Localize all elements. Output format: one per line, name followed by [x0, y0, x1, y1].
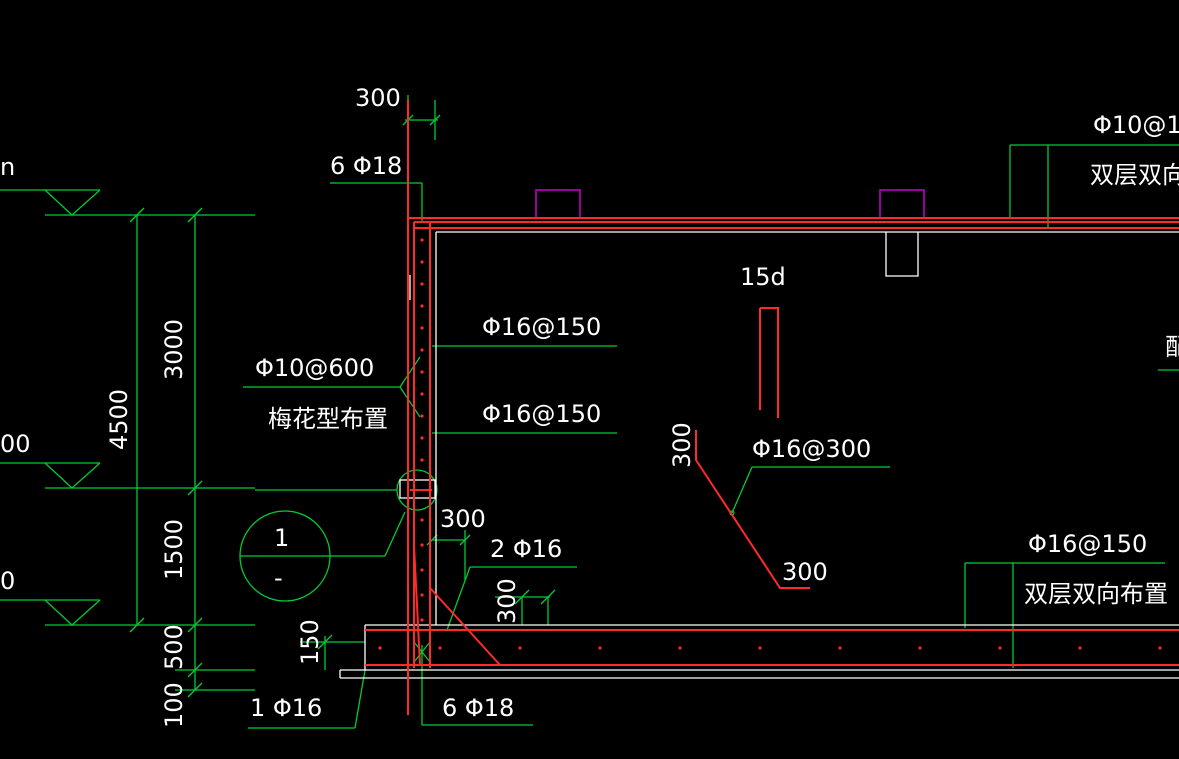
quincunx-arrangement-label: 梅花型布置 — [268, 405, 388, 433]
labels: 300 6 Φ18 Φ16@150 Φ16@150 Φ10@600 梅花型布置 … — [0, 84, 1179, 728]
dim-150: 150 — [296, 619, 324, 665]
dim-1500: 1500 — [160, 519, 188, 580]
elevation-fragment-top: n — [0, 153, 15, 181]
dim-300-mid: 300 — [440, 505, 486, 533]
elevation-fragment-b: 0 — [0, 567, 15, 595]
edge-character: 配 — [1165, 333, 1179, 361]
bar-label-phi16-150-b: Φ16@150 — [482, 400, 601, 428]
detail-sub: - — [274, 564, 283, 592]
double-layer-top-label: 双层双向 — [1090, 161, 1179, 189]
bar-label-phi10-600: Φ10@600 — [255, 354, 374, 382]
magenta-markers — [535, 189, 925, 218]
bar-label-1-phi16: 1 Φ16 — [250, 694, 322, 722]
dim-100: 100 — [160, 682, 188, 728]
double-layer-bottom-label: 双层双向布置 — [1024, 580, 1168, 608]
dim-top-300: 300 — [355, 84, 401, 112]
bar-label-phi16-150-a: Φ16@150 — [482, 313, 601, 341]
concrete-outlines — [339, 231, 1179, 679]
dim-15d: 15d — [740, 263, 786, 291]
bar-label-phi10-150-top: Φ10@15 — [1093, 111, 1179, 139]
rebar-dots — [378, 238, 1162, 650]
dim-500: 500 — [160, 624, 188, 670]
bar-label-2-phi16: 2 Φ16 — [490, 535, 562, 563]
dim-300-diagonal-b: 300 — [782, 558, 828, 586]
bar-label-phi16-300: Φ16@300 — [752, 435, 871, 463]
dim-300-small: 300 — [493, 578, 521, 624]
bar-label-6-phi18-bot: 6 Φ18 — [442, 694, 514, 722]
rebar-lines — [365, 100, 1179, 715]
elevation-fragment-a: 00 — [0, 430, 31, 458]
dim-300-diagonal-a: 300 — [668, 422, 696, 468]
dim-3000: 3000 — [160, 319, 188, 380]
detail-number: 1 — [274, 524, 289, 552]
bar-label-6-phi18-top: 6 Φ18 — [330, 152, 402, 180]
dimension-lines — [0, 95, 1179, 729]
dim-4500: 4500 — [105, 389, 133, 450]
bar-label-phi16-150-bot: Φ16@150 — [1028, 530, 1147, 558]
